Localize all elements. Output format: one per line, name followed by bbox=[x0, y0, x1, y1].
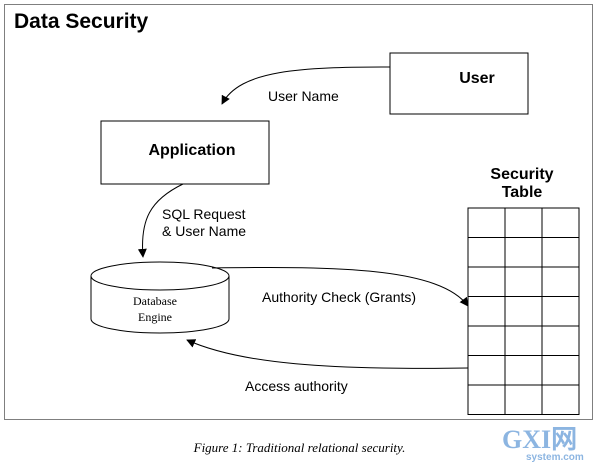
security-table-cell bbox=[504, 325, 543, 356]
security-table-cell bbox=[504, 384, 543, 415]
security-table-cell bbox=[504, 266, 543, 297]
security-table-cell bbox=[467, 266, 506, 297]
security-table-label-line1: Security bbox=[490, 166, 553, 183]
security-table-cell bbox=[467, 384, 506, 415]
watermark-domain: system.com bbox=[526, 452, 584, 463]
security-table-cell bbox=[541, 266, 580, 297]
security-table-cell bbox=[467, 207, 506, 238]
security-table-cell bbox=[504, 355, 543, 386]
access-authority-label: Access authority bbox=[245, 378, 348, 394]
diagram-title: Data Security bbox=[14, 10, 149, 33]
application-box bbox=[100, 120, 270, 185]
security-table-cell bbox=[541, 237, 580, 268]
security-table-cell bbox=[541, 207, 580, 238]
sql-request-label-line2: & User Name bbox=[162, 223, 246, 239]
authority-check-label: Authority Check (Grants) bbox=[262, 289, 416, 305]
security-table-cell bbox=[467, 237, 506, 268]
database-label-line1: Database bbox=[133, 294, 177, 308]
security-table-cell bbox=[541, 325, 580, 356]
watermark-brand: GXI网 bbox=[502, 425, 577, 454]
security-table-cell bbox=[467, 355, 506, 386]
database-to-security-table-arrow bbox=[211, 266, 469, 307]
security-table-cell bbox=[467, 325, 506, 356]
user-to-application-arrow bbox=[221, 66, 391, 105]
user-box bbox=[389, 52, 529, 115]
application-to-database-arrow bbox=[137, 183, 184, 258]
watermark-logo: GXI网 system.com bbox=[502, 425, 584, 463]
security-table-cell bbox=[541, 384, 580, 415]
application-label: Application bbox=[148, 142, 235, 159]
database-top bbox=[90, 261, 230, 291]
security-table-label-line2: Table bbox=[502, 184, 543, 201]
database-label-line2: Engine bbox=[138, 310, 172, 324]
security-table-grid bbox=[467, 207, 580, 415]
database-engine-cylinder bbox=[90, 261, 230, 334]
security-table-cell bbox=[504, 207, 543, 238]
figure-caption: Figure 1: Traditional relational securit… bbox=[193, 440, 406, 455]
sql-request-label-line1: SQL Request bbox=[162, 206, 246, 222]
security-table-cell bbox=[504, 296, 543, 327]
security-table-cell bbox=[467, 296, 506, 327]
security-table-to-database-arrow bbox=[186, 339, 469, 369]
security-table-cell bbox=[541, 355, 580, 386]
user-label: User bbox=[459, 70, 495, 87]
security-table-cell bbox=[504, 237, 543, 268]
user-name-label: User Name bbox=[268, 88, 339, 104]
database-body bbox=[90, 276, 230, 334]
security-table-cell bbox=[541, 296, 580, 327]
